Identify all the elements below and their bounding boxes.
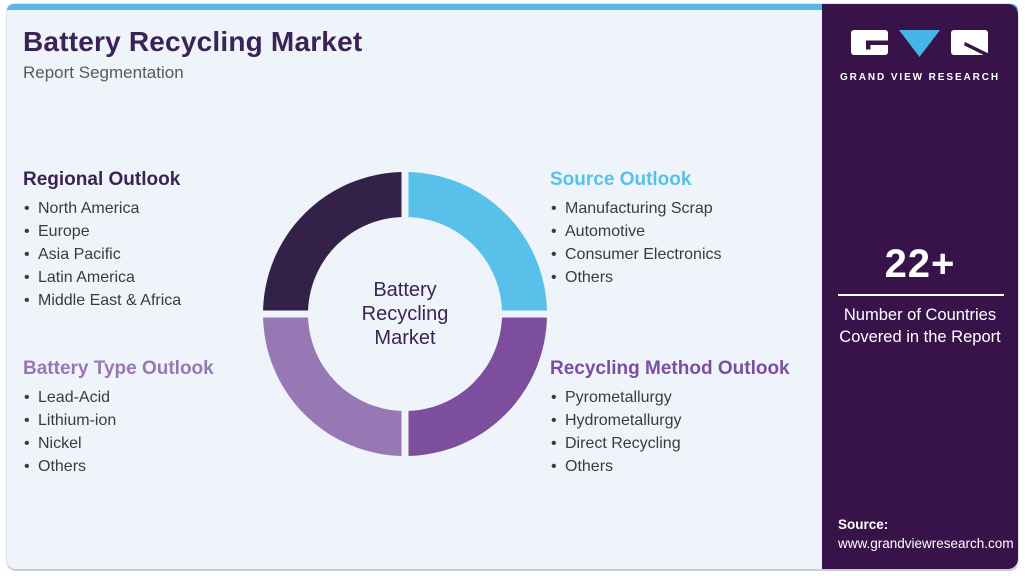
gvr-logo-marks <box>851 30 988 57</box>
header: Battery Recycling Market Report Segmenta… <box>23 26 362 83</box>
donut-segment-gap <box>401 170 409 219</box>
list-item: Pyrometallurgy <box>550 386 820 409</box>
list-item: North America <box>23 197 258 220</box>
page-title: Battery Recycling Market <box>23 26 363 57</box>
source-label: Source: <box>838 517 889 532</box>
battery-type-outlook-title: Battery Type Outlook <box>23 358 214 379</box>
donut-segment-gap <box>500 310 549 318</box>
stat-label: Number of Countries Covered in the Repor… <box>839 306 1001 346</box>
donut-segment-gap <box>401 409 409 458</box>
donut-segment-source <box>405 172 547 314</box>
list-item: Manufacturing Scrap <box>550 197 820 220</box>
regional-outlook-title: Regional Outlook <box>23 169 181 190</box>
battery-type-outlook-section: Battery Type Outlook Lead-Acid Lithium-i… <box>23 358 258 478</box>
page-subtitle: Report Segmentation <box>23 63 184 82</box>
gvr-logo-text: GRAND VIEW RESEARCH <box>840 72 1000 83</box>
list-item: Europe <box>23 220 258 243</box>
donut-center-label: Battery Recycling Market <box>361 279 449 349</box>
regional-outlook-section: Regional Outlook North America Europe As… <box>23 169 258 312</box>
regional-outlook-list: North America Europe Asia Pacific Latin … <box>23 197 258 312</box>
list-item: Others <box>550 266 820 289</box>
donut-segment-regional <box>263 172 405 314</box>
logo-v-mark <box>899 30 940 57</box>
list-item: Others <box>23 455 258 478</box>
list-item: Middle East & Africa <box>23 289 258 312</box>
infographic-panel: Battery Recycling Market Report Segmenta… <box>6 3 1019 571</box>
recycling-method-outlook-section: Recycling Method Outlook Pyrometallurgy … <box>550 358 820 478</box>
source-outlook-title: Source Outlook <box>550 169 692 190</box>
recycling-method-outlook-title: Recycling Method Outlook <box>550 358 790 379</box>
source-outlook-list: Manufacturing Scrap Automotive Consumer … <box>550 197 820 289</box>
top-accent-bar <box>7 4 1018 10</box>
donut-segment-gap <box>261 310 310 318</box>
gvr-logo: GRAND VIEW RESEARCH <box>822 29 1018 83</box>
list-item: Consumer Electronics <box>550 243 820 266</box>
recycling-method-outlook-list: Pyrometallurgy Hydrometallurgy Direct Re… <box>550 386 820 478</box>
donut-segment-recycling-method <box>405 314 547 456</box>
battery-type-outlook-list: Lead-Acid Lithium-ion Nickel Others <box>23 386 258 478</box>
stat-divider <box>838 294 1004 296</box>
list-item: Automotive <box>550 220 820 243</box>
list-item: Nickel <box>23 432 258 455</box>
list-item: Direct Recycling <box>550 432 820 455</box>
list-item: Latin America <box>23 266 258 289</box>
donut-chart-svg <box>261 170 549 458</box>
list-item: Lead-Acid <box>23 386 258 409</box>
list-item: Hydrometallurgy <box>550 409 820 432</box>
list-item: Lithium-ion <box>23 409 258 432</box>
stat-value: 22+ <box>884 242 956 286</box>
sidebar: GRAND VIEW RESEARCH 22+ Number of Countr… <box>822 4 1018 569</box>
donut-chart: Battery Recycling Market <box>255 164 555 464</box>
list-item: Others <box>550 455 820 478</box>
countries-stat: 22+ Number of Countries Covered in the R… <box>822 242 1018 348</box>
source-outlook-section: Source Outlook Manufacturing Scrap Autom… <box>550 169 820 289</box>
source-block: Source: www.grandviewresearch.com <box>838 517 1014 551</box>
list-item: Asia Pacific <box>23 243 258 266</box>
donut-segment-battery-type <box>263 314 405 456</box>
source-url: www.grandviewresearch.com <box>838 536 1014 551</box>
